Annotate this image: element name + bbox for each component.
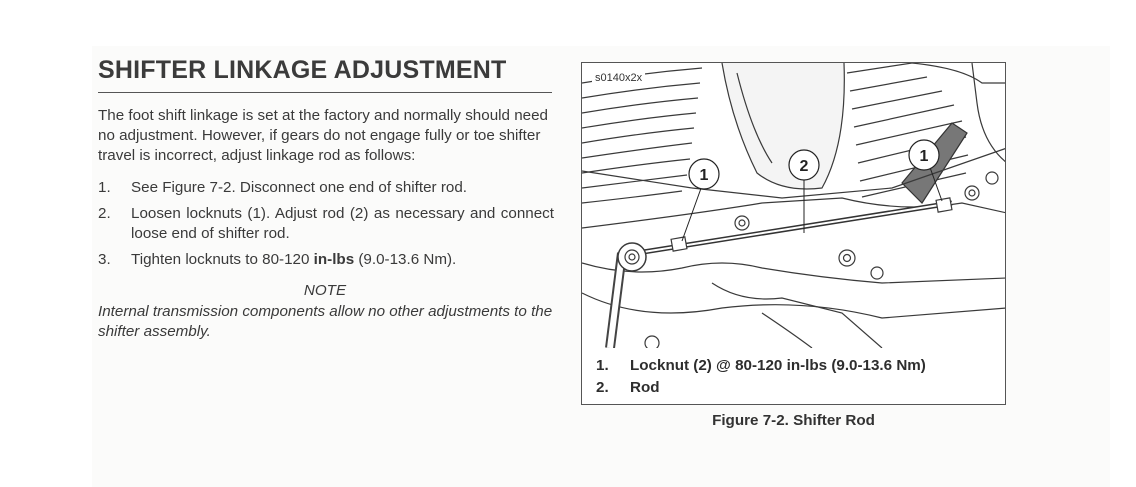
step-text: Loosen locknuts (1). Adjust rod (2) as n… — [131, 205, 554, 242]
left-cylinder-fins — [582, 67, 703, 204]
step-number: 1. — [98, 179, 111, 196]
note-heading: NOTE — [303, 282, 347, 299]
legend-label: Locknut (2) @ 80-120 in-lbs (9.0-13.6 Nm… — [630, 357, 926, 374]
locknut-left — [670, 236, 688, 252]
step-2: 2. Loosen locknuts (1). Adjust rod (2) a… — [98, 204, 554, 244]
intro-paragraph: The foot shift linkage is set at the fac… — [98, 107, 548, 164]
legend-number: 2. — [596, 379, 609, 396]
step-text: See Figure 7-2. Disconnect one end of sh… — [131, 179, 468, 196]
steps-list: 1. See Figure 7-2. Disconnect one end of… — [98, 178, 554, 276]
legend-label: Rod — [630, 379, 660, 396]
figure-legend: 1. Locknut (2) @ 80-120 in-lbs (9.0-13.6 … — [596, 355, 926, 399]
step-text-after: (9.0-13.6 Nm). — [354, 251, 457, 268]
figure-caption: Figure 7-2. Shifter Rod — [712, 412, 875, 429]
image-id-label: s0140x2x — [592, 72, 646, 84]
locknut-right — [935, 197, 953, 213]
shifter-rod-illustration: 1 2 1 — [582, 63, 1005, 348]
legend-item: 2. Rod — [596, 377, 926, 399]
legend-item: 1. Locknut (2) @ 80-120 in-lbs (9.0-13.6 … — [596, 355, 926, 377]
shifter-rod — [636, 200, 953, 256]
step-text: Tighten locknuts to 80-120 in-lbs (9.0-1… — [131, 250, 554, 270]
step-number: 2. — [98, 205, 111, 222]
figure-frame: 1 2 1 s0140x2x 1. Locknut (2) @ 80-120 in… — [581, 62, 1006, 405]
callout-1-left: 1 — [700, 167, 709, 184]
rocker-cover — [721, 63, 845, 190]
step-text-before: Tighten locknuts to 80-120 — [131, 251, 314, 268]
step-text-bold: in-lbs — [313, 251, 355, 268]
section-title: SHIFTER LINKAGE ADJUSTMENT — [98, 56, 507, 84]
callout-2: 2 — [800, 158, 809, 175]
step-3: 3. Tighten locknuts to 80-120 in-lbs (9.… — [98, 250, 554, 270]
legend-number: 1. — [596, 357, 609, 374]
callout-1-right: 1 — [920, 148, 929, 165]
step-1: 1. See Figure 7-2. Disconnect one end of… — [98, 178, 554, 198]
title-rule — [98, 92, 552, 93]
note-text: Internal transmission components allow n… — [98, 303, 553, 340]
step-number: 3. — [98, 251, 111, 268]
